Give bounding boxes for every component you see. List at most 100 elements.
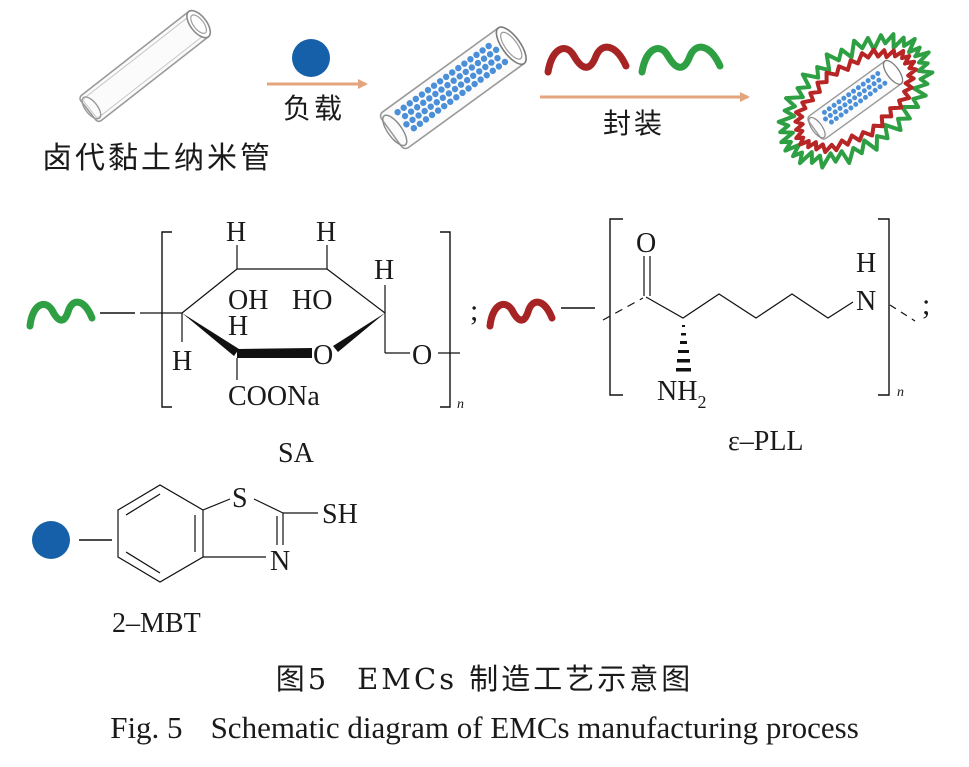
inhibitor-dot bbox=[836, 99, 842, 105]
inhibitor-dot bbox=[413, 104, 421, 111]
inhibitor-dot bbox=[479, 47, 486, 54]
inhibitor-dot bbox=[453, 94, 460, 101]
inhibitor-dot bbox=[469, 72, 477, 80]
sa-atom-h: H bbox=[374, 255, 394, 286]
inhibitor-dot bbox=[456, 73, 463, 80]
inhibitor-dot bbox=[858, 98, 864, 104]
inhibitor-dot bbox=[451, 85, 459, 93]
inhibitor-dot bbox=[412, 95, 420, 103]
inhibitor-dot bbox=[461, 60, 468, 67]
inhibitor-dot bbox=[457, 81, 465, 88]
pll-carbonyl-oxygen: O bbox=[636, 228, 656, 259]
encapsulated-capsule-icon bbox=[776, 32, 935, 170]
inhibitor-dot bbox=[485, 42, 492, 50]
inhibitor-dot bbox=[394, 108, 401, 116]
inhibitor-dot bbox=[422, 116, 430, 123]
inhibitor-dot bbox=[501, 58, 509, 66]
sa-atom-h: H bbox=[226, 217, 246, 248]
inhibitor-dot bbox=[476, 68, 483, 75]
inhibitor-dot bbox=[450, 77, 457, 84]
sa-glycosidic-oxygen: O bbox=[412, 340, 432, 371]
mbt-marker-icon bbox=[32, 521, 70, 559]
inhibitor-dot bbox=[447, 98, 454, 105]
inhibitor-dot bbox=[821, 109, 827, 115]
mbt-atom-s: S bbox=[232, 483, 248, 514]
inhibitor-dot bbox=[462, 68, 469, 76]
nanotube-label: 卤代黏土纳米管 bbox=[42, 141, 273, 176]
separator-semicolon: ; bbox=[922, 288, 930, 321]
inhibitor-dot bbox=[837, 105, 843, 111]
inhibitor-dot bbox=[483, 72, 490, 79]
inhibitor-dot bbox=[420, 99, 427, 107]
sa-ring-oxygen: O bbox=[313, 340, 333, 371]
inhibitor-dot bbox=[480, 55, 488, 62]
inhibitor-dot bbox=[401, 112, 409, 120]
pll-left-bracket bbox=[609, 218, 623, 396]
pll-amine-nh2: NH2 bbox=[657, 376, 706, 412]
inhibitor-dot bbox=[474, 59, 482, 67]
inhibitor-dot bbox=[865, 78, 871, 84]
inhibitor-dot bbox=[848, 105, 854, 111]
inhibitor-dot bbox=[855, 85, 861, 91]
inhibitor-dot bbox=[467, 56, 474, 63]
inhibitor-dot bbox=[841, 95, 847, 101]
inhibitor-dot bbox=[455, 64, 462, 72]
inhibitor-dot bbox=[872, 87, 878, 93]
inhibitor-dot bbox=[416, 120, 424, 127]
inhibitor-dot bbox=[426, 95, 433, 102]
inhibitor-dot bbox=[436, 78, 444, 85]
pll-atom-h: H bbox=[856, 248, 876, 279]
inhibitor-dot bbox=[432, 90, 439, 98]
sa-strand-marker-icon bbox=[26, 298, 96, 330]
inhibitor-dot bbox=[495, 63, 503, 70]
caption-en-text: Schematic diagram of EMCs manufacturing … bbox=[210, 710, 859, 745]
inhibitor-dot bbox=[860, 81, 866, 87]
inhibitor-dot bbox=[856, 91, 862, 97]
encapsulate-arrow-label: 封装 bbox=[603, 107, 665, 140]
inhibitor-dot bbox=[482, 63, 489, 71]
inhibitor-dot bbox=[852, 95, 858, 101]
caption-cn-figure-number: 图5 bbox=[275, 662, 330, 696]
inhibitor-dot bbox=[853, 101, 859, 107]
sa-hydroxyl-oh: OH bbox=[228, 285, 268, 316]
sa-name-label: SA bbox=[278, 438, 315, 469]
inhibitor-dot bbox=[489, 67, 497, 75]
inhibitor-dot bbox=[430, 82, 438, 89]
inhibitor-dot bbox=[486, 51, 494, 58]
inhibitor-dot bbox=[826, 106, 832, 112]
pll-structure: n O H N NH2 ; ε–PLL bbox=[486, 218, 930, 457]
inhibitor-dot bbox=[494, 54, 501, 62]
inhibitor-dot bbox=[407, 108, 415, 115]
inhibitor-dot bbox=[459, 89, 466, 97]
inhibitor-dot bbox=[434, 107, 442, 114]
sa-shell bbox=[776, 32, 935, 170]
inhibitor-dot bbox=[876, 77, 882, 83]
inhibitor-mbt-icon bbox=[292, 39, 330, 77]
inhibitor-dot bbox=[477, 76, 484, 83]
inhibitor-dot bbox=[444, 81, 451, 89]
inhibitor-dot bbox=[492, 46, 500, 54]
inhibitor-dot bbox=[427, 103, 434, 110]
loaded-nanotube-icon bbox=[379, 26, 527, 150]
sa-repeat-subscript: n bbox=[457, 397, 464, 412]
inhibitor-dot bbox=[400, 104, 407, 111]
inhibitor-dot bbox=[831, 102, 837, 108]
inhibitor-dot bbox=[875, 71, 881, 77]
inhibitor-dot bbox=[833, 116, 839, 122]
inhibitor-dot bbox=[862, 94, 868, 100]
inhibitor-dot bbox=[424, 86, 432, 94]
inhibitor-dot bbox=[832, 109, 838, 115]
pll-name-label: ε–PLL bbox=[728, 426, 804, 457]
caption-cn-text: EMCs 制造工艺示意图 bbox=[357, 662, 694, 696]
inhibitor-dot bbox=[471, 80, 478, 88]
inhibitor-dot bbox=[851, 88, 857, 94]
encapsulated-inhibitor-dots bbox=[821, 71, 888, 125]
sa-structure: n H H H OH HO H H O O COONa SA ; bbox=[26, 217, 478, 469]
inhibitor-dot bbox=[846, 92, 852, 98]
inhibitor-dot bbox=[409, 116, 416, 124]
hashed-wedge-bond bbox=[676, 325, 691, 372]
inhibitor-dot bbox=[418, 91, 426, 98]
inhibitor-dot bbox=[440, 102, 448, 110]
